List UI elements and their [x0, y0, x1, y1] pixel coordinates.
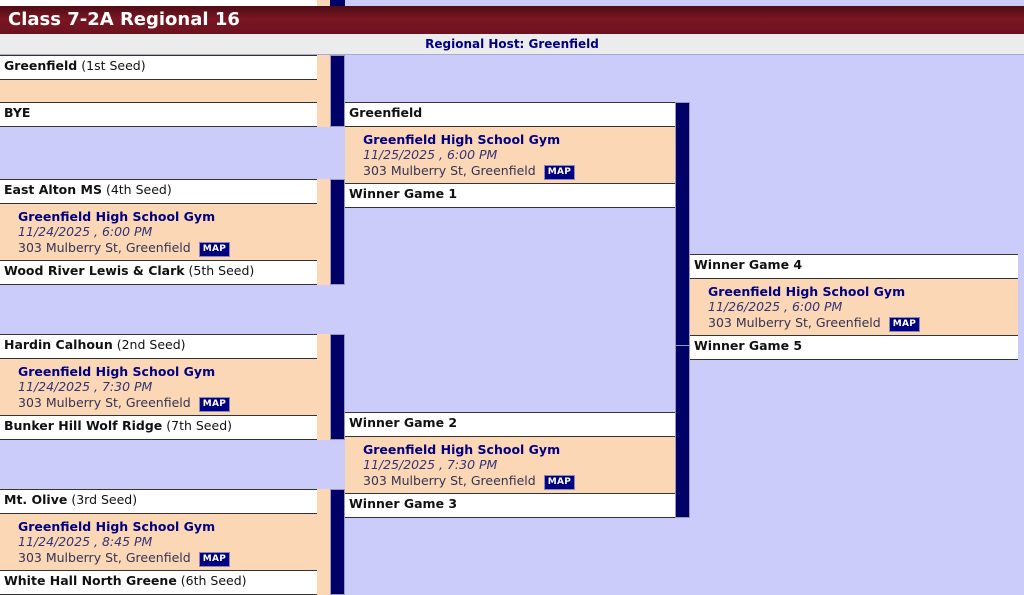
- team-name: Winner Game 4: [694, 257, 803, 272]
- team-slot[interactable]: Winner Game 1: [345, 183, 675, 208]
- game-info-block[interactable]: Greenfield High School Gym 11/24/2025 , …: [0, 204, 317, 260]
- team-seed: (1st Seed): [81, 58, 146, 73]
- game-address-text: 303 Mulberry St, Greenfield: [18, 549, 191, 565]
- team-seed: (3rd Seed): [71, 492, 138, 507]
- team-seed: (5th Seed): [188, 263, 255, 278]
- team-slot[interactable]: East Alton MS (4th Seed): [0, 179, 317, 204]
- team-slot[interactable]: Hardin Calhoun (2nd Seed): [0, 334, 317, 359]
- game-info-block[interactable]: Greenfield High School Gym 11/24/2025 , …: [0, 359, 317, 415]
- game-info-block[interactable]: Greenfield High School Gym 11/26/2025 , …: [690, 279, 1018, 335]
- game-address: 303 Mulberry St, Greenfield MAP: [18, 550, 317, 567]
- team-name: Winner Game 1: [349, 186, 458, 201]
- team-slot[interactable]: White Hall North Greene (6th Seed): [0, 570, 317, 595]
- bracket-canvas: Greenfield (1st Seed) BYE East Alton MS …: [0, 55, 1024, 595]
- game-address-text: 303 Mulberry St, Greenfield: [18, 239, 191, 255]
- game-address: 303 Mulberry St, Greenfield MAP: [708, 315, 1018, 332]
- team-name: East Alton MS: [4, 182, 102, 197]
- team-name: Winner Game 2: [349, 415, 458, 430]
- team-name: Bunker Hill Wolf Ridge: [4, 418, 163, 433]
- bracket-filler: [317, 334, 330, 440]
- team-name: White Hall North Greene: [4, 573, 177, 588]
- bracket-filler: [317, 55, 330, 127]
- game-venue: Greenfield High School Gym: [18, 519, 216, 534]
- sliver-peach-strip: [317, 0, 330, 6]
- map-link[interactable]: MAP: [543, 474, 576, 490]
- team-name: Winner Game 5: [694, 338, 803, 353]
- game-address: 303 Mulberry St, Greenfield MAP: [18, 395, 317, 412]
- game-address-text: 303 Mulberry St, Greenfield: [363, 472, 536, 488]
- page-title: Class 7-2A Regional 16: [0, 6, 1024, 34]
- game-venue: Greenfield High School Gym: [708, 284, 906, 299]
- game-datetime: 11/24/2025 , 8:45 PM: [18, 534, 153, 550]
- team-slot[interactable]: Winner Game 4: [690, 254, 1018, 279]
- team-seed: (7th Seed): [166, 418, 233, 433]
- game-venue: Greenfield High School Gym: [363, 132, 561, 147]
- bracket-connector-bar: [330, 334, 345, 440]
- sliver-lavender-strip: [345, 0, 1024, 6]
- game-venue: Greenfield High School Gym: [18, 209, 216, 224]
- team-seed: (4th Seed): [105, 182, 172, 197]
- team-slot[interactable]: Bunker Hill Wolf Ridge (7th Seed): [0, 415, 317, 440]
- regional-host-label: Regional Host: Greenfield: [0, 34, 1024, 55]
- game-datetime: 11/25/2025 , 7:30 PM: [363, 457, 498, 473]
- team-name: Hardin Calhoun: [4, 337, 113, 352]
- team-seed: (2nd Seed): [116, 337, 186, 352]
- game-datetime: 11/25/2025 , 6:00 PM: [363, 147, 498, 163]
- team-name: Mt. Olive: [4, 492, 68, 507]
- team-name: Winner Game 3: [349, 496, 458, 511]
- team-name: Greenfield: [349, 105, 423, 120]
- bracket-connector-bar: [675, 345, 690, 518]
- team-slot[interactable]: Mt. Olive (3rd Seed): [0, 489, 317, 514]
- sliver-navy-strip: [330, 0, 345, 6]
- team-slot[interactable]: Winner Game 3: [345, 493, 675, 518]
- team-slot[interactable]: Winner Game 2: [345, 412, 675, 437]
- team-slot[interactable]: Greenfield (1st Seed): [0, 55, 317, 80]
- game-info-block[interactable]: [0, 80, 317, 102]
- team-slot[interactable]: Wood River Lewis & Clark (5th Seed): [0, 260, 317, 285]
- bracket-connector-bar: [675, 102, 690, 352]
- team-slot[interactable]: Winner Game 5: [690, 335, 1018, 360]
- map-link[interactable]: MAP: [198, 241, 231, 257]
- game-venue: Greenfield High School Gym: [363, 442, 561, 457]
- team-slot[interactable]: Greenfield: [345, 102, 675, 127]
- map-link[interactable]: MAP: [543, 164, 576, 180]
- game-info-block[interactable]: Greenfield High School Gym 11/25/2025 , …: [345, 127, 675, 183]
- team-name: Wood River Lewis & Clark: [4, 263, 185, 278]
- previous-bracket-sliver: [0, 0, 1024, 6]
- bracket-connector-bar: [330, 489, 345, 595]
- game-venue: Greenfield High School Gym: [18, 364, 216, 379]
- team-seed: (6th Seed): [180, 573, 247, 588]
- game-datetime: 11/24/2025 , 6:00 PM: [18, 224, 153, 240]
- game-info-block[interactable]: Greenfield High School Gym 11/24/2025 , …: [0, 514, 317, 570]
- bracket-filler: [317, 179, 330, 285]
- team-slot[interactable]: BYE: [0, 102, 317, 127]
- game-address-text: 303 Mulberry St, Greenfield: [18, 394, 191, 410]
- game-address-text: 303 Mulberry St, Greenfield: [708, 314, 881, 330]
- bracket-connector-bar: [330, 179, 345, 285]
- team-name: Greenfield: [4, 58, 78, 73]
- map-link[interactable]: MAP: [198, 551, 231, 567]
- game-info-block[interactable]: Greenfield High School Gym 11/25/2025 , …: [345, 437, 675, 493]
- map-link[interactable]: MAP: [198, 396, 231, 412]
- bracket-connector-bar: [330, 55, 345, 127]
- game-address-text: 303 Mulberry St, Greenfield: [363, 162, 536, 178]
- game-address: 303 Mulberry St, Greenfield MAP: [363, 473, 675, 490]
- game-datetime: 11/26/2025 , 6:00 PM: [708, 299, 843, 315]
- game-datetime: 11/24/2025 , 7:30 PM: [18, 379, 153, 395]
- game-address: 303 Mulberry St, Greenfield MAP: [363, 163, 675, 180]
- team-name: BYE: [4, 105, 31, 120]
- bracket-filler: [317, 489, 330, 595]
- game-address: 303 Mulberry St, Greenfield MAP: [18, 240, 317, 257]
- map-link[interactable]: MAP: [888, 316, 921, 332]
